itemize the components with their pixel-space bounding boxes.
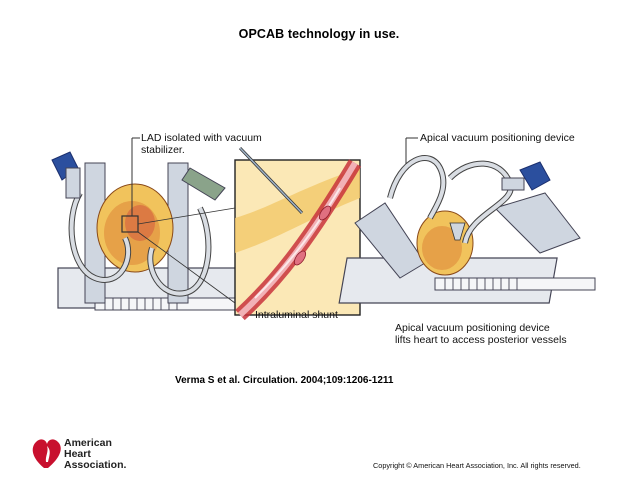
logo-line-3: Association. bbox=[64, 460, 126, 471]
slide-title: OPCAB technology in use. bbox=[0, 27, 638, 41]
right-operative-scene bbox=[339, 138, 595, 303]
heart-torch-icon bbox=[33, 439, 61, 468]
apical-bottom-callout: Apical vacuum positioning device lifts h… bbox=[395, 322, 567, 346]
apical-top-callout: Apical vacuum positioning device bbox=[420, 132, 575, 144]
lad-callout: LAD isolated with vacuum stabilizer. bbox=[141, 132, 262, 156]
aha-logo-text: American Heart Association. bbox=[64, 438, 126, 471]
left-operative-scene bbox=[52, 138, 260, 310]
copyright-notice: Copyright © American Heart Association, … bbox=[373, 461, 581, 470]
shunt-callout: Intraluminal shunt bbox=[255, 309, 338, 321]
citation: Verma S et al. Circulation. 2004;109:120… bbox=[175, 375, 393, 386]
